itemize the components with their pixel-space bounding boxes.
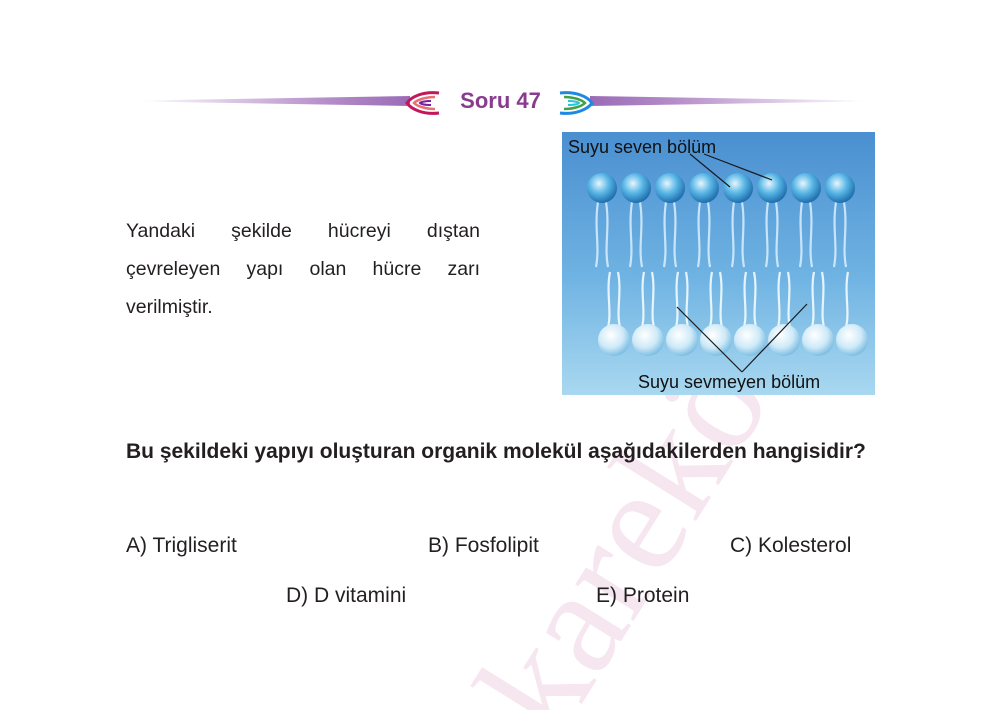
option-e[interactable]: E) Protein	[596, 584, 690, 607]
cell-membrane-figure: Suyu seven bölüm Suyu sevmeyen bölüm	[562, 132, 875, 395]
question-text: Bu şekildeki yapıyı oluşturan organik mo…	[126, 440, 866, 463]
hydrophobic-label: Suyu sevmeyen bölüm	[638, 372, 820, 392]
right-swirl-icon	[559, 91, 594, 115]
header-line-right	[590, 96, 865, 106]
upper-tails	[594, 201, 848, 268]
pointer-lines	[676, 153, 808, 373]
hydrophilic-label: Suyu seven bölüm	[568, 137, 716, 157]
lower-tails	[606, 271, 850, 328]
option-c[interactable]: C) Kolesterol	[730, 534, 852, 557]
header-line-left	[140, 96, 410, 106]
option-a[interactable]: A) Trigliserit	[126, 534, 237, 557]
upper-heads	[587, 173, 855, 203]
lower-heads	[598, 324, 868, 356]
question-number: Soru 47	[460, 88, 541, 113]
intro-paragraph: Yandaki şekilde hücreyi dıştan çevreleye…	[126, 220, 480, 318]
option-b[interactable]: B) Fosfolipit	[428, 534, 539, 557]
left-swirl-icon	[405, 91, 440, 115]
option-d[interactable]: D) D vitamini	[286, 584, 407, 607]
